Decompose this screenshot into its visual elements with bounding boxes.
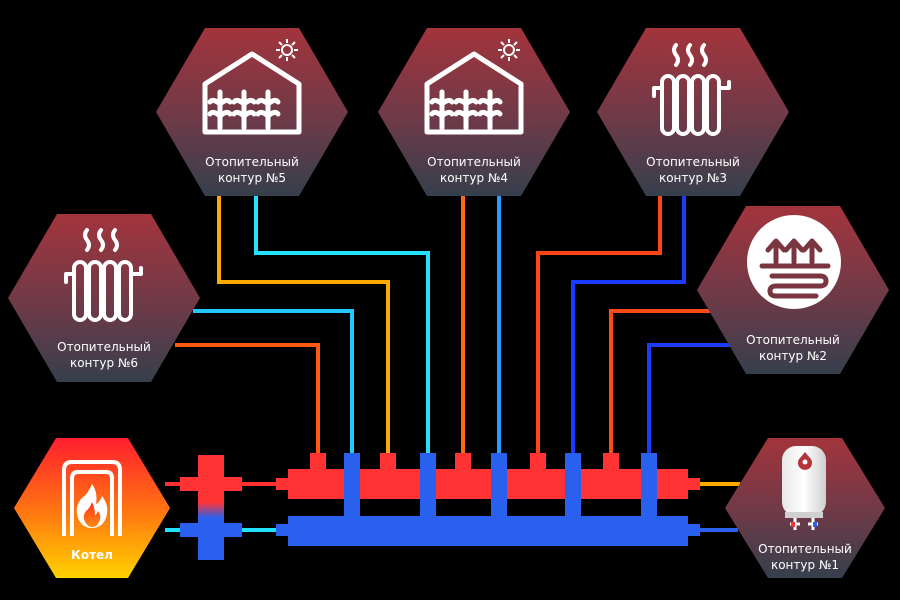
node-circuit2-line2: контур №2 [759, 349, 827, 363]
node-circuit5: Отопительный контур №5 [156, 28, 348, 196]
pipe-circuit5-return [254, 195, 430, 456]
node-circuit4-line1: Отопительный [427, 155, 521, 169]
node-circuit1-line2: контур №1 [771, 558, 839, 572]
underfloor-heating-icon [747, 215, 841, 309]
pipe-circuit2-return [647, 343, 732, 456]
node-boiler-label: Котел [71, 548, 113, 562]
node-circuit3: Отопительный контур №3 [597, 28, 789, 196]
pipe-circuit6-supply [175, 343, 320, 456]
greenhouse-icon [202, 51, 302, 135]
radiator-icon [652, 43, 731, 136]
node-circuit6: Отопительный контур №6 [8, 214, 200, 382]
pipe-circuit3-supply [536, 195, 662, 456]
manifold-supply [276, 453, 700, 499]
pipe-circuit5-supply [217, 195, 390, 456]
node-circuit5-line2: контур №5 [218, 171, 286, 185]
node-circuit6-line2: контур №6 [70, 356, 138, 370]
node-circuit6-line1: Отопительный [57, 340, 151, 354]
node-circuit5-line1: Отопительный [205, 155, 299, 169]
greenhouse-icon [424, 51, 524, 135]
radiator-icon [64, 228, 143, 322]
node-boiler: Котел [14, 438, 170, 578]
water-heater-icon [782, 446, 826, 530]
pipe-circuit3-return [571, 195, 686, 456]
node-circuit3-line2: контур №3 [659, 171, 727, 185]
hydraulic-separator [180, 455, 242, 560]
sun-icon [276, 39, 298, 61]
pipe-circuit6-return [193, 309, 354, 456]
sun-icon [498, 39, 520, 61]
node-circuit1-line1: Отопительный [758, 542, 852, 556]
pipe-circuit2-supply [609, 309, 712, 456]
node-circuit2-line1: Отопительный [746, 333, 840, 347]
node-circuit4-line2: контур №4 [440, 171, 508, 185]
flame-icon [62, 460, 122, 536]
manifold-return [276, 453, 700, 546]
node-circuit4: Отопительный контур №4 [378, 28, 570, 196]
node-circuit3-line1: Отопительный [646, 155, 740, 169]
node-circuit2: Отопительный контур №2 [697, 206, 889, 374]
node-circuit1: Отопительный контур №1 [725, 438, 885, 578]
